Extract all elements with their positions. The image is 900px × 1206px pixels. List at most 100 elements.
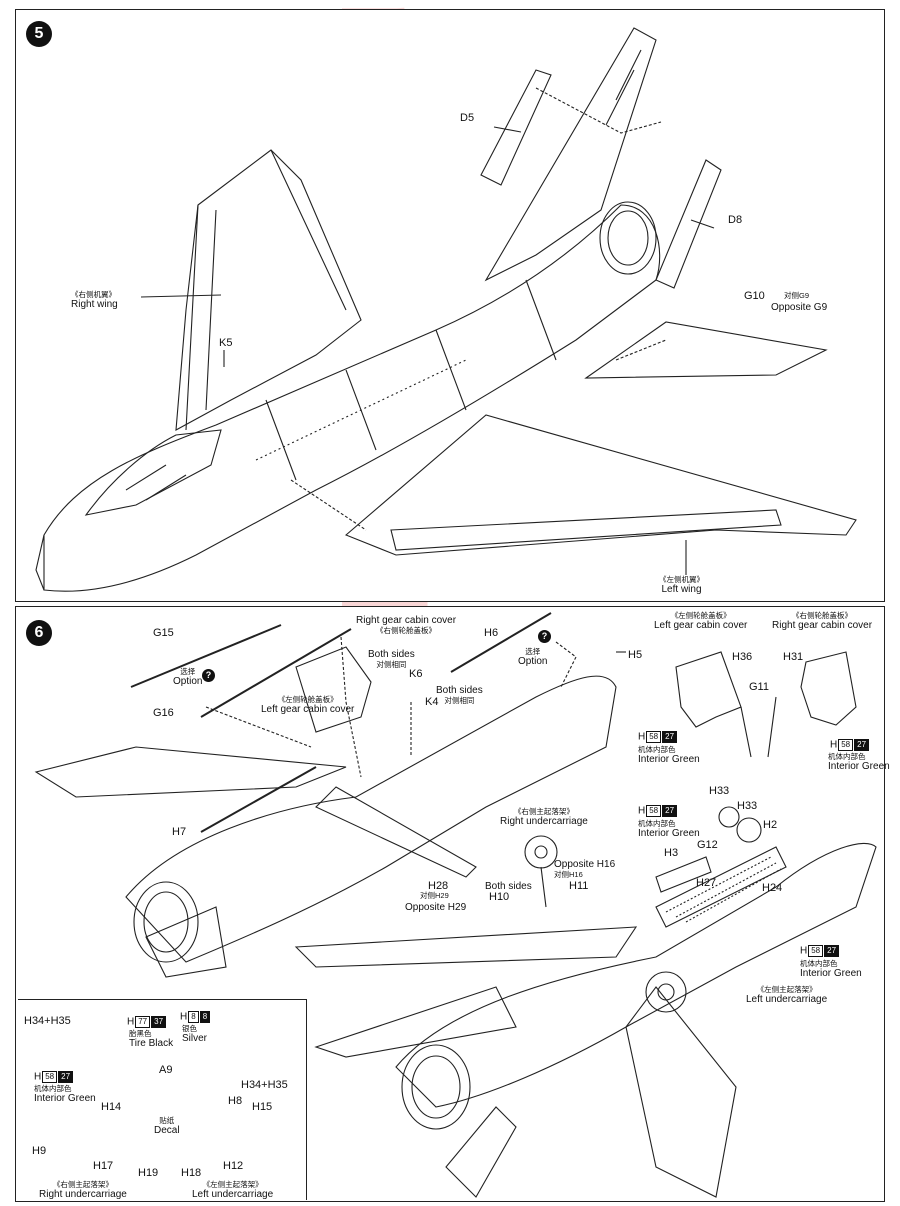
step-6-panel: 6 xyxy=(15,606,890,1202)
right-gear-cover-label: Right gear cabin cover 《右侧轮舱盖板》 xyxy=(356,615,456,635)
part-label-h15: H15 xyxy=(252,1101,273,1113)
interior-green-en: Interior Green xyxy=(800,968,862,979)
inset-right-undercarriage-cn: 《右侧主起落架》 xyxy=(52,1180,113,1189)
paint-code-58: 58 xyxy=(646,805,662,817)
option-2-en: Option xyxy=(518,656,548,667)
part-label-h8: H8 xyxy=(228,1095,243,1107)
step-5-panel: 5 D5 xyxy=(15,9,885,602)
silver-en: Silver xyxy=(182,1033,208,1044)
paint-code-58: 58 xyxy=(838,739,854,751)
both-sides-1-en: Both sides xyxy=(368,649,415,660)
paint-code-27: 27 xyxy=(662,731,678,743)
interior-green-en: Interior Green xyxy=(638,754,700,765)
part-label-h24: H24 xyxy=(762,882,783,894)
part-label-d5: D5 xyxy=(460,112,475,124)
interior-green-cn: 机体内部色 xyxy=(638,819,676,828)
right-undercarriage-label: 《右侧主起落架》 Right undercarriage xyxy=(500,807,588,827)
part-label-g11: G11 xyxy=(749,681,769,693)
inset-right-undercarriage-label: 《右侧主起落架》 Right undercarriage xyxy=(39,1180,127,1200)
option-2-icon: ? xyxy=(538,630,551,643)
g10-note-en: Opposite G9 xyxy=(771,302,828,313)
part-label-h33-b: H33 xyxy=(737,800,758,812)
interior-green-en: Interior Green xyxy=(638,828,700,839)
paint-h-letter: H xyxy=(830,739,838,751)
right-undercarriage-en: Right undercarriage xyxy=(500,816,588,827)
inset-right-cover-cn: 《右侧轮舱盖板》 xyxy=(792,611,853,620)
interior-green-cn: 机体内部色 xyxy=(800,959,838,968)
decal-cn: 贴纸 xyxy=(159,1116,175,1125)
both-sides-2-en: Both sides xyxy=(436,685,483,696)
paint-code-27: 27 xyxy=(662,805,678,817)
right-wing-cn: 《右侧机翼》 xyxy=(71,290,116,299)
paint-code-58: 58 xyxy=(646,731,662,743)
part-label-h36: H36 xyxy=(732,651,753,663)
paint-h-letter: H xyxy=(638,731,646,743)
paint-code-8-dark: 8 xyxy=(199,1011,211,1023)
part-label-h9: H9 xyxy=(32,1145,47,1157)
left-undercarriage-label: 《左侧主起落架》 Left undercarriage xyxy=(746,985,827,1005)
part-label-h14: H14 xyxy=(101,1101,122,1113)
inset-right-cover-label: 《右侧轮舱盖板》 Right gear cabin cover xyxy=(772,611,872,631)
inset-right-undercarriage-en: Right undercarriage xyxy=(39,1189,127,1200)
part-label-d8: D8 xyxy=(728,214,743,226)
option-1-icon: ? xyxy=(202,669,215,682)
opposite-h29: Opposite H29 xyxy=(405,902,467,913)
left-gear-cover-cn: 《左侧轮舱盖板》 xyxy=(277,695,338,704)
both-sides-2: Both sides 对侧相同 xyxy=(436,685,483,705)
part-label-g10: G10 xyxy=(744,290,765,302)
both-sides-3: Both sides xyxy=(485,881,532,892)
part-label-h17: H17 xyxy=(93,1160,114,1172)
left-wing-label: 《左侧机翼》 Left wing xyxy=(659,575,704,595)
part-label-g15: G15 xyxy=(153,627,174,639)
paint-h-letter: H xyxy=(127,1016,135,1028)
right-wing-label: 《右侧机翼》 Right wing xyxy=(71,290,118,310)
interior-green-left-cover: 机体内部色 Interior Green xyxy=(638,745,700,765)
interior-green-cn: 机体内部色 xyxy=(828,752,866,761)
part-label-h33-a: H33 xyxy=(709,785,730,797)
paint-h-letter: H xyxy=(800,945,808,957)
tire-black-label: 胎黑色 Tire Black xyxy=(129,1029,173,1049)
interior-green-right-cover: 机体内部色 Interior Green xyxy=(828,752,890,772)
silver-label: 银色 Silver xyxy=(182,1024,207,1044)
question-icon: ? xyxy=(538,630,551,643)
paint-code-27: 27 xyxy=(824,945,840,957)
g10-note-cn: 对侧G9 xyxy=(784,291,810,300)
step-number: 6 xyxy=(26,620,52,646)
inset-right-cover-en: Right gear cabin cover xyxy=(772,620,873,631)
part-label-g12: G12 xyxy=(697,839,718,851)
part-label-h10: H10 xyxy=(489,891,510,903)
part-label-k6: K6 xyxy=(409,668,423,680)
inset-left-undercarriage-en: Left undercarriage xyxy=(192,1189,274,1200)
inset-left-cover-label: 《左侧轮舱盖板》 Left gear cabin cover xyxy=(654,611,747,631)
left-undercarriage-cn: 《左侧主起落架》 xyxy=(756,985,817,994)
part-label-h3: H3 xyxy=(664,847,679,859)
right-gear-cover-cn: 《右侧轮舱盖板》 xyxy=(376,626,437,635)
paint-code-58: 58 xyxy=(808,945,824,957)
right-gear-cover-en: Right gear cabin cover xyxy=(356,615,457,626)
part-label-g16: G16 xyxy=(153,707,174,719)
paint-h-letter: H xyxy=(34,1071,42,1083)
interior-green-left-gear: 机体内部色 Interior Green xyxy=(800,959,862,979)
paint-h-letter: H xyxy=(180,1011,188,1023)
part-label-h7: H7 xyxy=(172,826,187,838)
paint-code-37: 37 xyxy=(151,1016,167,1028)
left-wing-cn: 《左侧机翼》 xyxy=(659,575,704,584)
part-label-h11: H11 xyxy=(569,880,589,892)
interior-green-cn: 机体内部色 xyxy=(34,1084,72,1093)
undercarriage-inset xyxy=(18,999,307,1200)
left-wing-en: Left wing xyxy=(661,584,702,595)
h28-note-cn: 对侧H29 xyxy=(420,891,449,900)
left-undercarriage-en: Left undercarriage xyxy=(746,994,828,1005)
inset-left-undercarriage-cn: 《左侧主起落架》 xyxy=(202,1180,263,1189)
interior-green-strut: 机体内部色 Interior Green xyxy=(34,1084,96,1104)
part-label-h34-h35-a: H34+H35 xyxy=(24,1015,71,1027)
option-1-cn: 选择 xyxy=(180,667,196,676)
opposite-h16-cn: 对侧H16 xyxy=(554,870,583,879)
paint-code-8: 8 xyxy=(188,1011,199,1023)
option-2-cn: 选择 xyxy=(525,647,541,656)
opposite-h16: Opposite H16 对侧H16 xyxy=(554,859,615,879)
